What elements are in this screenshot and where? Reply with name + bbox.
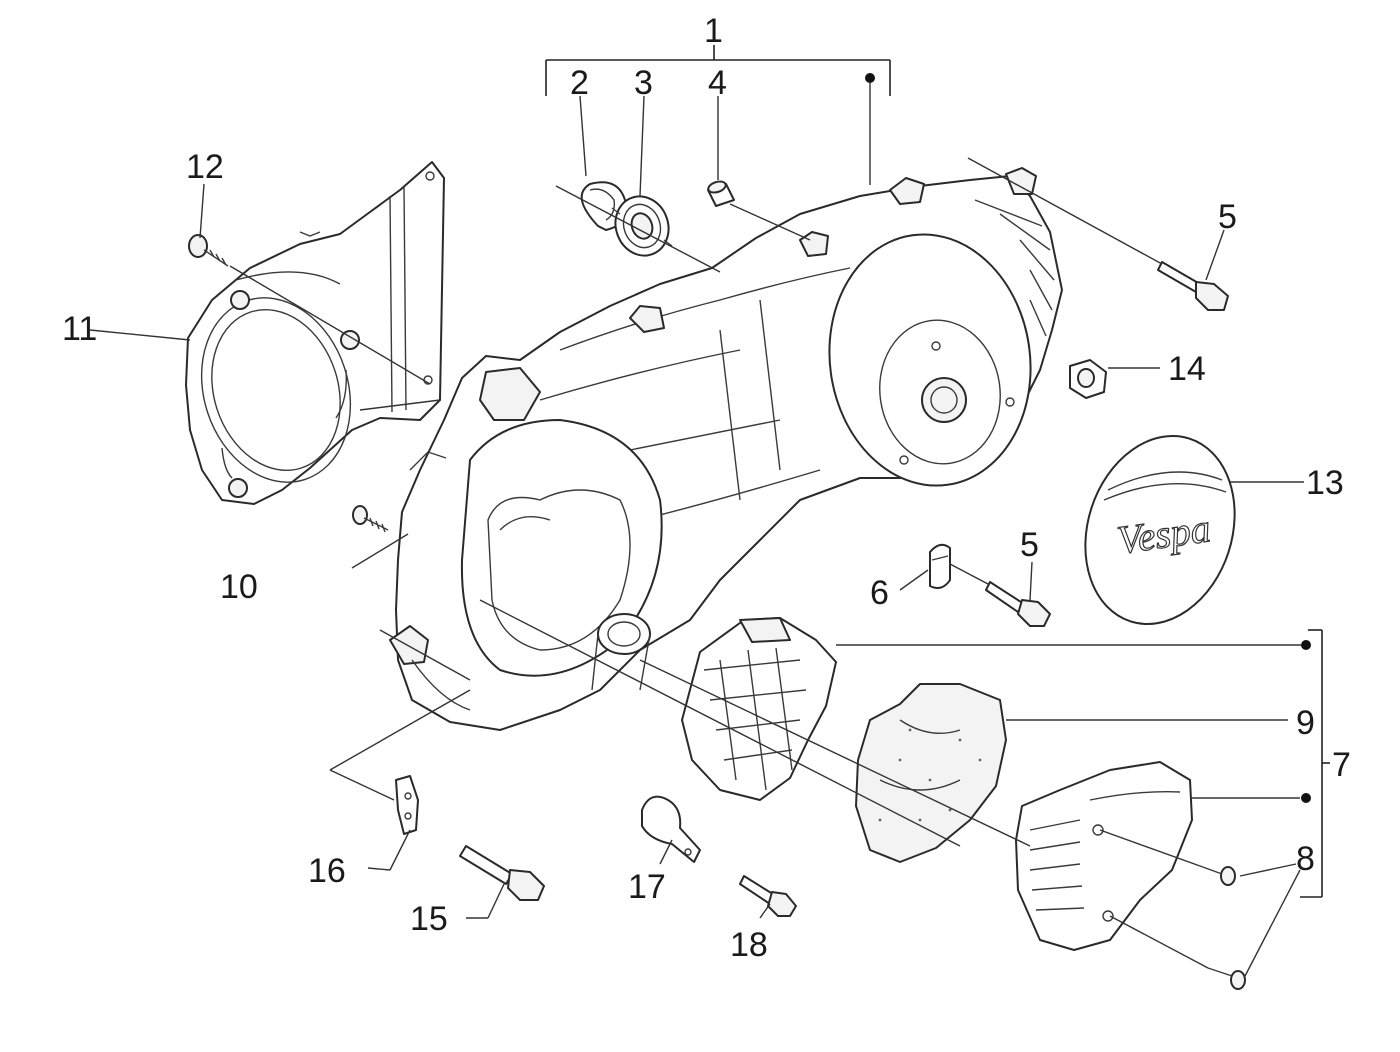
- group-1-bracket: [545, 45, 891, 185]
- callout-12: 12: [186, 148, 224, 186]
- heat-shield-plate: [185, 161, 445, 505]
- screw-8-upper-icon: [1199, 865, 1236, 886]
- bolt-5-middle-icon: [985, 581, 1051, 627]
- screw-10-icon: [352, 505, 389, 533]
- callout-10: 10: [220, 568, 258, 606]
- dowel-pin-icon: [707, 180, 735, 207]
- bolt-5-top-icon: [1157, 261, 1229, 311]
- callout-15: 15: [410, 900, 448, 938]
- callout-18: 18: [730, 926, 768, 964]
- leader-lines: [89, 95, 1304, 979]
- group-7-bracket: [1300, 629, 1330, 898]
- nut-14-icon: [1069, 359, 1107, 399]
- callout-16: 16: [308, 852, 346, 890]
- clip-6-icon: [929, 543, 951, 589]
- callout-14: 14: [1168, 350, 1206, 388]
- callout-7: 7: [1332, 746, 1351, 784]
- callout-13: 13: [1306, 464, 1344, 502]
- callout-4: 4: [708, 64, 727, 102]
- screw-12-icon: [188, 234, 229, 267]
- callout-1: 1: [704, 12, 723, 50]
- crankcase-cover: [389, 167, 1063, 731]
- filter-sponge: [855, 683, 1007, 863]
- air-duct-housing: [681, 617, 837, 801]
- callout-2: 2: [570, 64, 589, 102]
- bearing-icon: [611, 195, 673, 257]
- callout-11: 11: [62, 310, 97, 348]
- callout-17: 17: [628, 868, 666, 906]
- callout-5-middle: 5: [1020, 526, 1039, 564]
- callout-labels: 1 2 3 4 5 12 11 14 13 5 6 10 9 7 8 16 15…: [62, 12, 1351, 964]
- callout-9: 9: [1296, 704, 1315, 742]
- bracket-16-icon: [395, 775, 419, 835]
- callout-6: 6: [870, 574, 889, 612]
- clip-17-icon: [641, 795, 701, 863]
- screw-8-lower-icon: [1207, 967, 1246, 990]
- logo-cover-13: Vespa: [1084, 435, 1236, 625]
- grille-cover: [1015, 761, 1193, 951]
- callout-3: 3: [634, 64, 653, 102]
- callout-5-top: 5: [1218, 198, 1237, 236]
- bolt-15-icon: [459, 845, 545, 901]
- bolt-18-icon: [739, 875, 797, 917]
- callout-8: 8: [1296, 840, 1315, 878]
